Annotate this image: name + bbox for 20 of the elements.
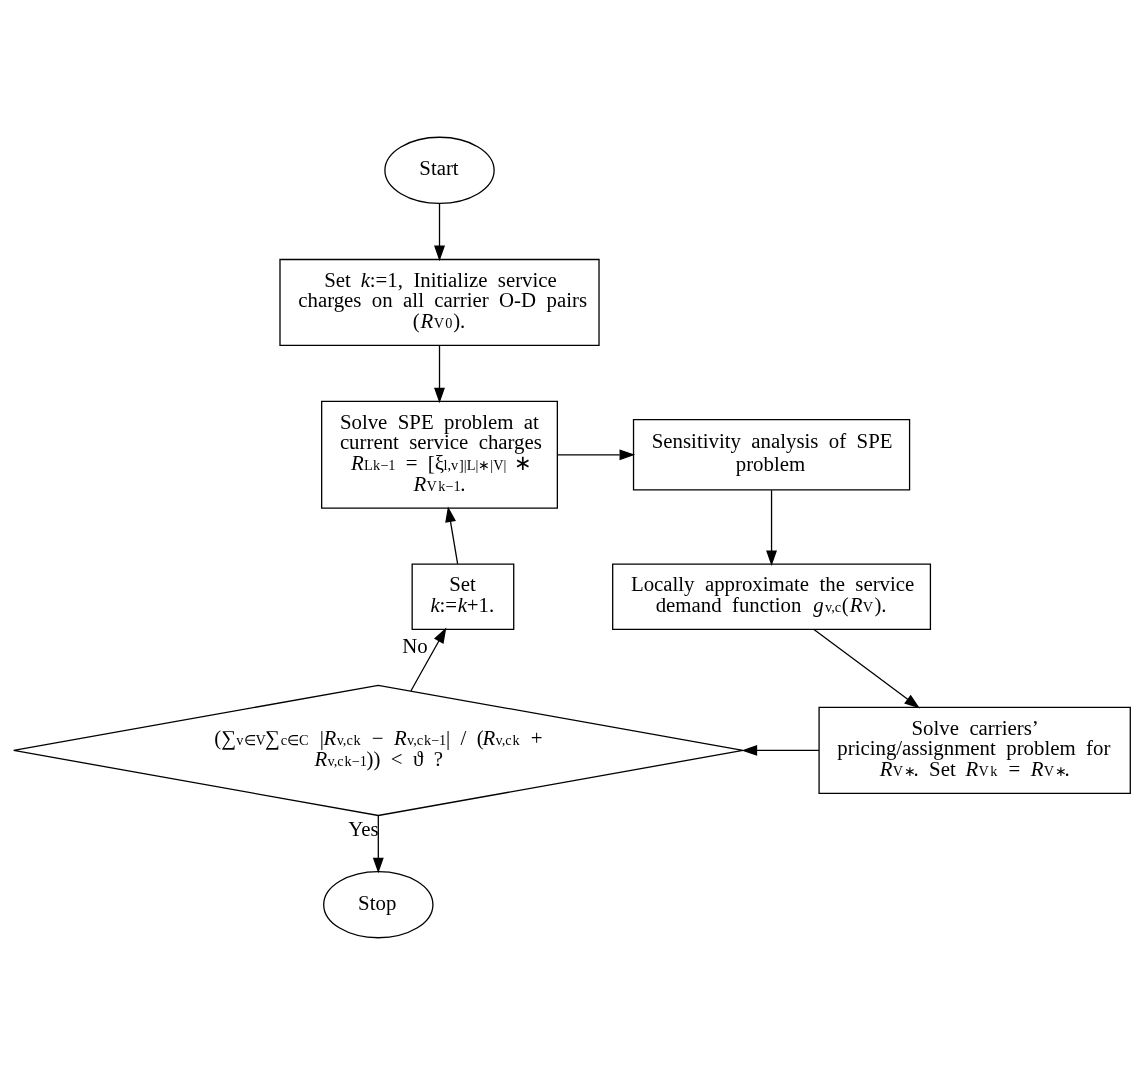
- node-box: Set k:=1, Initialize service charges on all carrier O-D pairs (RV0).: [279, 258, 600, 347]
- arrow: [434, 203, 445, 262]
- node-ellipse: Start: [384, 136, 495, 205]
- node-box: Solve carriers’ pricing/assignment problem for RV∗. Set RVk = RV∗.: [818, 706, 1131, 794]
- node-box: Locally approximate the service demand function gv,c(RV).: [612, 563, 932, 630]
- node-box: Set k:=k+1.: [411, 563, 515, 630]
- arrow: [741, 744, 820, 756]
- arrow: [410, 627, 447, 692]
- node-box: Solve SPE problem at current service charges RLk−1 = [ξl,v]|L|∗|V| ∗ RVk−1.: [321, 400, 558, 509]
- node-box: Sensitivity analysis of SPE problem: [632, 419, 911, 491]
- edge-label: No: [402, 634, 428, 659]
- arrow: [556, 449, 636, 461]
- arrow: [813, 628, 920, 709]
- arrow: [445, 506, 459, 565]
- node-ellipse: Stop: [323, 870, 434, 939]
- arrow: [372, 814, 384, 874]
- arrow: [434, 344, 445, 404]
- arrow: [766, 489, 778, 567]
- node-diamond: (∑v∈V∑c∈C |Rv,ck − Rv,ck−1| / (Rv,ck + Rv,ck−1)) < ϑ ?: [13, 684, 744, 817]
- edge-label: Yes: [348, 817, 379, 842]
